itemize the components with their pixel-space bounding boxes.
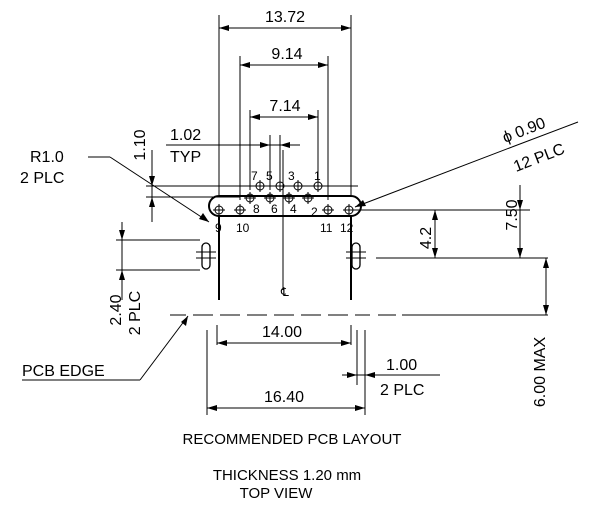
dim-4-2-label: 4.2 — [418, 227, 435, 249]
caption-thickness: THICKNESS 1.20 mm — [213, 467, 361, 484]
dim-7-50-label: 7.50 — [504, 199, 521, 230]
dim-13-72: 13.72 — [219, 9, 351, 31]
pin-label: 8 — [253, 202, 260, 216]
hole-3 — [292, 180, 304, 192]
extension-lines — [206, 15, 366, 415]
dim-1-10-label: 1.10 — [132, 129, 149, 160]
hole-8 — [244, 192, 256, 204]
pin-label: 12 — [340, 221, 354, 235]
dim-1-02: 1.02 TYP — [166, 127, 300, 166]
dim-1-00: 1.00 2 PLC — [342, 357, 440, 399]
pin-label: 1 — [314, 169, 321, 183]
hole-2 — [302, 192, 314, 204]
dim-1-02-label: 1.02 — [170, 127, 201, 144]
pin-numbers: 1 2 3 4 5 6 7 8 9 10 11 12 — [215, 169, 354, 235]
centerline-symbol: ℄ — [280, 285, 289, 299]
hole-1 — [312, 180, 324, 192]
caption-view: TOP VIEW — [240, 485, 314, 502]
dim-1-00-label: 1.00 — [386, 357, 417, 374]
dim-6-00: 6.00 MAX — [532, 258, 549, 407]
pin-label: 7 — [251, 169, 258, 183]
pin-label: 5 — [266, 169, 273, 183]
radius-label: R1.0 — [30, 149, 64, 166]
hole-callout: ϕ 0.90 12 PLC — [354, 115, 579, 208]
connector-outline — [208, 150, 362, 300]
hole-4 — [283, 192, 295, 204]
pin-label: 2 — [311, 205, 318, 219]
dim-14-00-label: 14.00 — [262, 324, 302, 341]
dim-13-72-label: 13.72 — [265, 9, 305, 26]
hole-5 — [274, 180, 286, 192]
hole-10 — [234, 204, 246, 216]
hole-9 — [213, 204, 225, 216]
dim-16-40: 16.40 — [207, 389, 365, 411]
dim-7-14-label: 7.14 — [269, 98, 300, 115]
pin-label: 3 — [288, 169, 295, 183]
contact-holes — [213, 180, 355, 216]
dim-2-40-label: 2.40 — [108, 294, 125, 325]
mounting-slots — [196, 242, 366, 270]
dim-4-2: 4.2 — [418, 210, 438, 258]
hole-7 — [254, 180, 266, 192]
dim-9-14-label: 9.14 — [271, 46, 302, 63]
extension-lines-horizontal — [116, 185, 548, 316]
dim-6-00-label: 6.00 MAX — [532, 337, 549, 408]
dim-7-50: 7.50 — [504, 185, 523, 258]
dim-7-14: 7.14 — [250, 98, 318, 120]
pin-label: 11 — [320, 221, 333, 235]
captions: RECOMMENDED PCB LAYOUT THICKNESS 1.20 mm… — [183, 431, 402, 502]
pcb-edge-label: PCB EDGE — [22, 363, 105, 380]
radius-qty-label: 2 PLC — [20, 170, 64, 187]
dim-14-00: 14.00 — [217, 324, 351, 346]
hole-qty-label: 12 PLC — [511, 141, 567, 176]
dim-2-40: 2.40 2 PLC — [108, 222, 144, 335]
pin-label: 10 — [236, 221, 250, 235]
dim-9-14: 9.14 — [240, 46, 328, 68]
pcb-edge-callout: PCB EDGE — [22, 315, 189, 381]
hole-6 — [264, 192, 276, 204]
hole-11 — [322, 204, 334, 216]
radius-callout: R1.0 2 PLC — [20, 149, 210, 223]
pin-label: 9 — [215, 221, 222, 235]
pin-label: 6 — [271, 202, 278, 216]
dim-2-40-qty-label: 2 PLC — [127, 291, 144, 335]
dim-typ-label: TYP — [170, 149, 201, 166]
dim-1-10: 1.10 — [132, 129, 155, 222]
pin-label: 4 — [290, 202, 297, 216]
caption-title: RECOMMENDED PCB LAYOUT — [183, 431, 402, 448]
dim-1-00-qty-label: 2 PLC — [380, 382, 424, 399]
dim-16-40-label: 16.40 — [264, 389, 304, 406]
hole-12 — [343, 204, 355, 216]
